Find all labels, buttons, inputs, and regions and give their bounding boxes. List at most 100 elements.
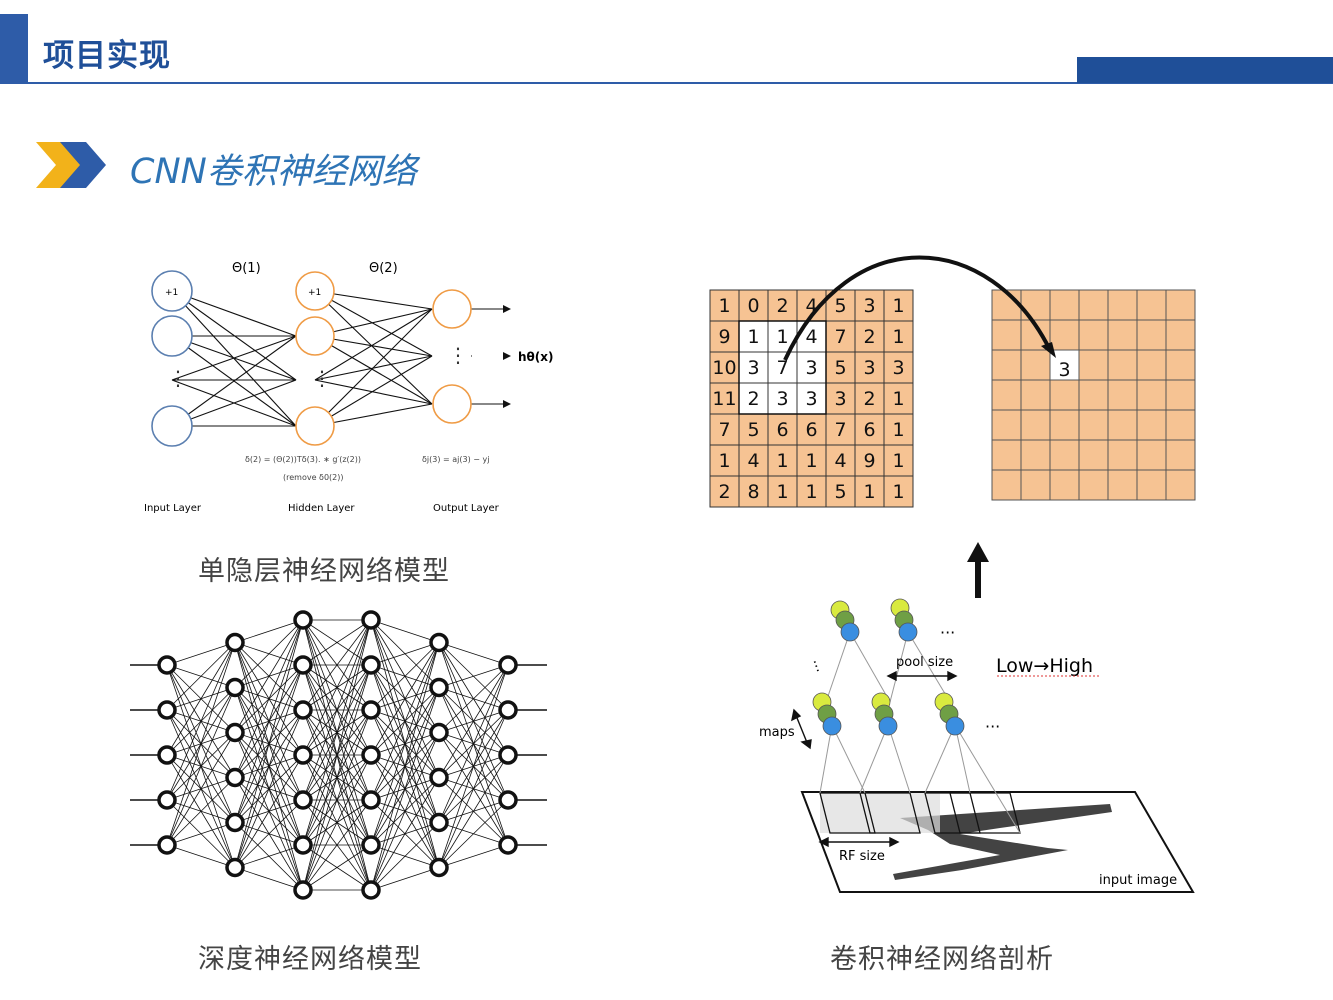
ellipsis-left: ···	[806, 658, 826, 676]
caption-single-hidden: 单隐层神经网络模型	[198, 549, 450, 588]
deep-node	[159, 837, 175, 853]
matrix-cell: 1	[892, 388, 904, 410]
matrix-cell: 3	[863, 357, 875, 379]
matrix-cell: 1	[892, 326, 904, 348]
deep-node	[363, 702, 379, 718]
matrix-cell: 4	[747, 450, 759, 472]
matrix-cell: 6	[863, 419, 875, 441]
matrix-cell: 3	[776, 388, 788, 410]
matrix-cell: 2	[718, 481, 730, 503]
matrix-cell: 11	[712, 388, 736, 410]
deep-node	[431, 815, 447, 831]
deep-node	[159, 792, 175, 808]
pool-size-label: pool size	[896, 655, 953, 670]
deep-node	[431, 635, 447, 651]
deep-node	[500, 657, 516, 673]
deep-node	[227, 680, 243, 696]
matrix-cell: 5	[834, 357, 846, 379]
feature-map: 3	[992, 290, 1195, 500]
matrix-cell: 5	[834, 481, 846, 503]
delta-hidden-formula: δ(2) = (Θ(2))Tδ(3). ∗ g′(z(2))	[245, 455, 361, 464]
hidden-layer-label: Hidden Layer	[288, 503, 355, 514]
matrix-cell: 9	[863, 450, 875, 472]
matrix-cell: 3	[805, 357, 817, 379]
matrix-cell: 1	[892, 481, 904, 503]
deep-node	[363, 792, 379, 808]
deep-node	[227, 635, 243, 651]
matrix-cell: 1	[718, 450, 730, 472]
deep-node	[500, 702, 516, 718]
low-high-label: Low→High	[996, 655, 1093, 677]
matrix-cell: 10	[712, 357, 736, 379]
matrix-cell: 1	[805, 450, 817, 472]
deep-node	[500, 792, 516, 808]
matrix-cell: 1	[776, 450, 788, 472]
matrix-cell: 1	[892, 450, 904, 472]
deep-node	[159, 657, 175, 673]
deep-node	[227, 725, 243, 741]
deep-node	[363, 612, 379, 628]
matrix-cell: 1	[892, 419, 904, 441]
matrix-cell: 1	[776, 326, 788, 348]
header-accent-bar	[0, 14, 28, 84]
matrix-cell: 2	[776, 295, 788, 317]
input-layer-label: Input Layer	[144, 503, 202, 514]
ellipsis-mid: ···	[985, 717, 1000, 736]
deep-node	[363, 882, 379, 898]
page-title: 项目实现	[43, 30, 171, 75]
matrix-cell: 7	[718, 419, 730, 441]
output-layer-label: Output Layer	[433, 503, 500, 514]
deep-network-diagram	[125, 605, 555, 905]
matrix-cell: 7	[834, 419, 846, 441]
matrix-cell: 1	[805, 481, 817, 503]
deep-node	[431, 770, 447, 786]
matrix-cell: 4	[805, 326, 817, 348]
svg-text:⋮: ⋮	[312, 366, 332, 390]
deep-node	[295, 882, 311, 898]
matrix-cell: 7	[834, 326, 846, 348]
deep-node	[227, 770, 243, 786]
deep-node	[227, 815, 243, 831]
hypothesis-label: hθ(x)	[518, 350, 554, 364]
matrix-cell: 3	[747, 357, 759, 379]
deep-node	[363, 657, 379, 673]
deep-node	[159, 747, 175, 763]
matrix-cell: 6	[776, 419, 788, 441]
chevron-right-icon	[36, 142, 108, 188]
theta2-label: Θ(2)	[369, 261, 398, 276]
matrix-cell: 1	[718, 295, 730, 317]
matrix-cell: 2	[863, 388, 875, 410]
deep-node	[295, 657, 311, 673]
delta-hidden-note: (remove δ0(2))	[283, 473, 343, 482]
hidden-bias-label: +1	[308, 288, 321, 298]
input-bias-label: +1	[165, 288, 178, 298]
svg-text:⋮: ⋮	[448, 343, 468, 367]
deep-node	[363, 747, 379, 763]
section-title: CNN卷积神经网络	[130, 143, 417, 194]
matrix-cell: 2	[747, 388, 759, 410]
matrix-cell: 1	[747, 326, 759, 348]
matrix-cell: 8	[747, 481, 759, 503]
matrix-cell: 1	[776, 481, 788, 503]
feature-map-value: 3	[1058, 359, 1070, 381]
deep-node	[295, 837, 311, 853]
matrix-cell: 5	[747, 419, 759, 441]
deep-node	[431, 680, 447, 696]
matrix-cell: 0	[747, 295, 759, 317]
single-hidden-layer-diagram: ⋮⋮⋮ +1 +1 Θ(1) Θ(2) hθ(x) δ(2) = (Θ(2))T…	[135, 250, 565, 525]
deep-node	[295, 747, 311, 763]
matrix-cell: 9	[718, 326, 730, 348]
input-image-label: input image	[1099, 873, 1177, 888]
deep-node	[295, 702, 311, 718]
matrix-cell: 5	[834, 295, 846, 317]
caption-deep: 深度神经网络模型	[198, 937, 422, 976]
deep-node	[500, 837, 516, 853]
matrix-cell: 6	[805, 419, 817, 441]
cnn-pooling-diagram: ··· ··· ··· pool size maps Low→High RF s…	[750, 590, 1205, 900]
matrix-cell: 3	[805, 388, 817, 410]
deep-node	[159, 702, 175, 718]
deep-node	[500, 747, 516, 763]
deep-node	[431, 860, 447, 876]
